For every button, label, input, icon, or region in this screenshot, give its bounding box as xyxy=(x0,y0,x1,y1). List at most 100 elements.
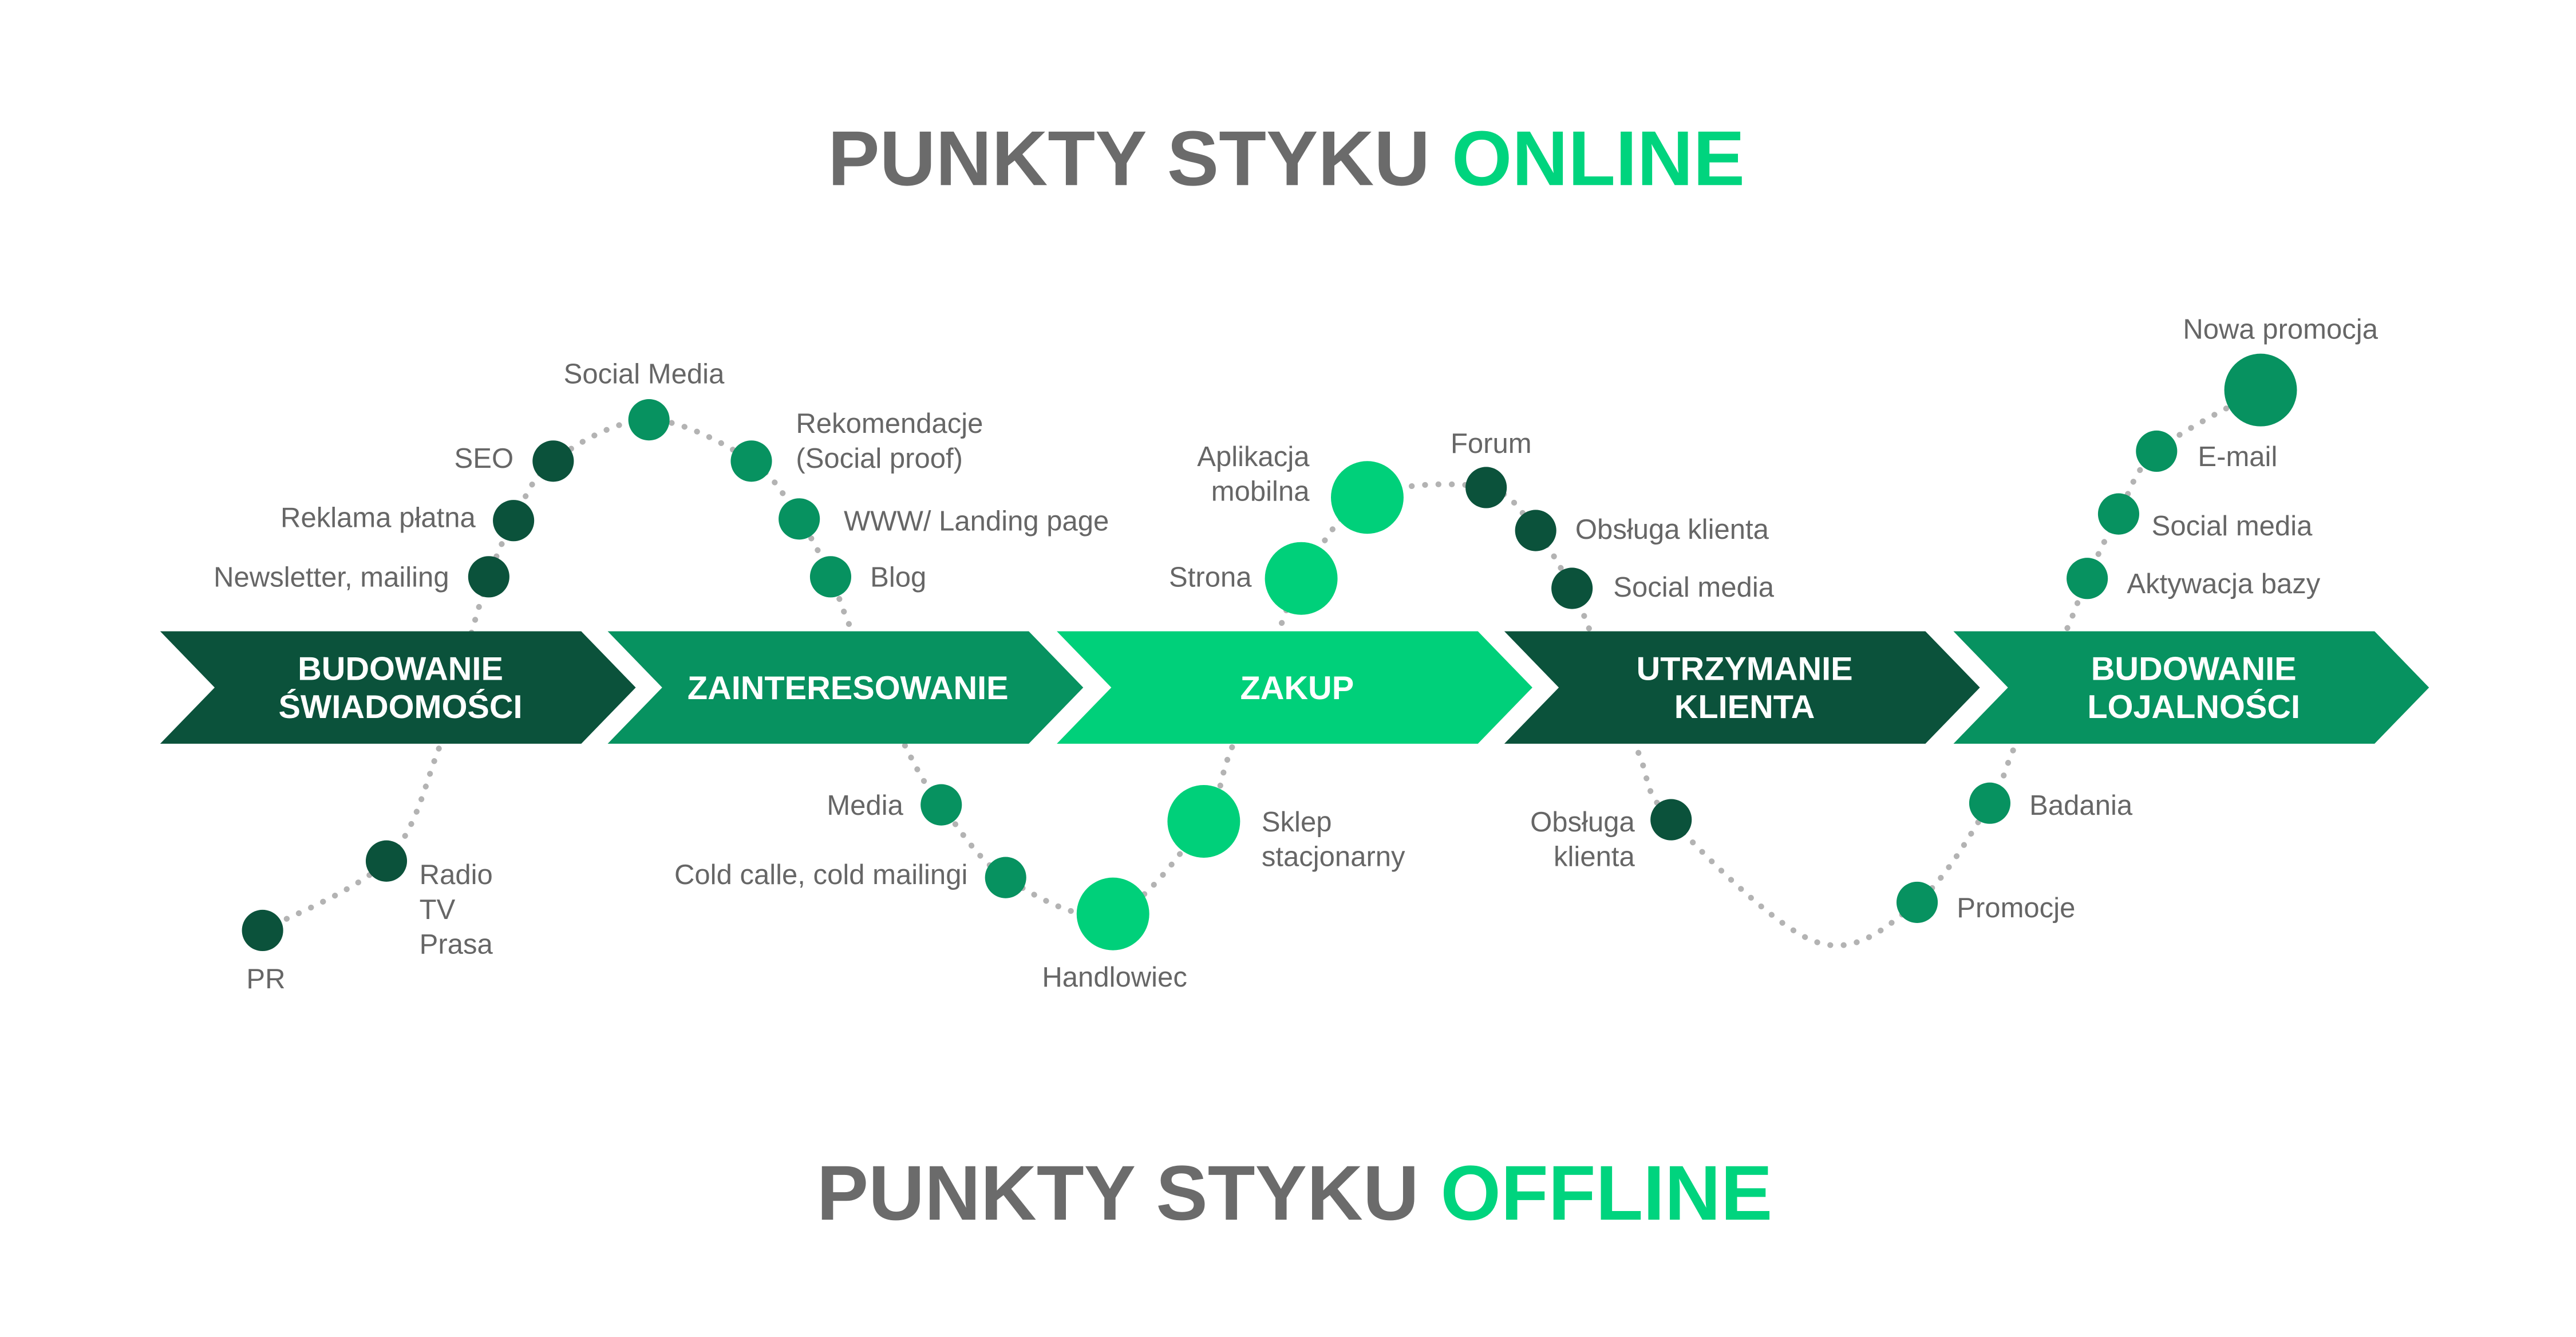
touchpoint-label: Cold calle, cold mailingi xyxy=(674,859,967,890)
touchpoint-label: PR xyxy=(246,964,285,995)
touchpoint-label-line: Strona xyxy=(1169,562,1252,593)
title-offline-prefix: PUNKTY STYKU xyxy=(817,1149,1441,1236)
title-offline: PUNKTY STYKU OFFLINE xyxy=(817,1149,1773,1236)
touchpoint-online: Strona xyxy=(1169,542,1338,615)
stage-label: LOJALNOŚCI xyxy=(2087,689,2300,725)
touchpoint-offline: Media xyxy=(827,784,962,826)
touchpoint-online: Social media xyxy=(2097,493,2313,542)
touchpoint-label-line: Aktywacja bazy xyxy=(2127,569,2320,600)
touchpoint-dot xyxy=(920,784,962,826)
title-online-highlight: ONLINE xyxy=(1452,115,1745,202)
touchpoint-dot xyxy=(1076,877,1149,951)
touchpoint-label-line: Handlowiec xyxy=(1042,962,1187,993)
touchpoint-dot xyxy=(628,399,670,441)
touchpoint-label-line: Obsługa klienta xyxy=(1575,514,1769,545)
stage-label: ŚWIADOMOŚCI xyxy=(278,689,522,725)
touchpoint-offline: Cold calle, cold mailingi xyxy=(674,857,1026,898)
touchpoint-label: Social Media xyxy=(564,359,725,390)
touchpoint-dot xyxy=(2067,558,2108,600)
touchpoint-label-line: E-mail xyxy=(2198,441,2277,472)
touchpoint-dot xyxy=(1331,461,1404,534)
touchpoint-label-line: Social media xyxy=(2152,511,2313,542)
stage-3: ZAKUP xyxy=(1057,631,1532,744)
touchpoint-dot xyxy=(1551,567,1593,609)
touchpoint-label: Rekomendacje (Social proof) xyxy=(796,408,983,474)
touchpoint-label-line: Social Media xyxy=(564,359,725,390)
touchpoint-dot xyxy=(1969,782,2011,824)
touchpoint-label-line: PR xyxy=(246,964,285,995)
stage-label: UTRZYMANIE xyxy=(1637,651,1853,688)
touchpoint-label: Aplikacja mobilna xyxy=(1197,441,1310,507)
touchpoint-label-line: Media xyxy=(827,790,903,821)
title-offline-highlight: OFFLINE xyxy=(1440,1149,1772,1236)
touchpoint-label-line: mobilna xyxy=(1211,476,1310,507)
touchpoint-label: E-mail xyxy=(2198,441,2277,472)
touchpoint-label-line: Obsługa xyxy=(1530,807,1635,838)
touchpoint-label-line: Reklama płatna xyxy=(280,503,476,534)
touchpoint-label-line: stacjonarny xyxy=(1262,841,1405,872)
touchpoint-online: Nowa promocja xyxy=(2183,314,2379,427)
touchpoint-dot xyxy=(468,556,509,598)
touchpoint-dot xyxy=(809,556,852,598)
touchpoint-label-line: Social media xyxy=(1613,572,1774,603)
touchpoint-label: Badania xyxy=(2029,790,2133,821)
touchpoint-label: Strona xyxy=(1169,562,1252,593)
touchpoint-dot xyxy=(779,498,820,540)
touchpoint-label: Social media xyxy=(1613,572,1774,603)
touchpoint-label-line: Rekomendacje xyxy=(796,408,983,439)
touchpoint-online: Aktywacja bazy xyxy=(2067,558,2321,600)
touchpoint-offline: Handlowiec xyxy=(1042,877,1187,993)
title-online-prefix: PUNKTY STYKU xyxy=(828,115,1452,202)
stage-2: ZAINTERESOWANIE xyxy=(607,631,1084,744)
touchpoint-online: Aplikacja mobilna xyxy=(1197,441,1404,534)
touchpoint-label: Promocje xyxy=(1957,893,2075,924)
chevron-shape xyxy=(1953,631,2429,744)
touchpoint-online: Social Media xyxy=(564,359,725,441)
touchpoint-label-line: Aplikacja xyxy=(1197,441,1310,472)
touchpoint-label-line: Promocje xyxy=(1957,893,2075,924)
touchpoint-label-line: Nowa promocja xyxy=(2183,314,2378,345)
touchpoint-label: WWW/ Landing page xyxy=(844,506,1109,537)
touchpoint-label-line: TV xyxy=(420,894,456,925)
touchpoint-label-line: (Social proof) xyxy=(796,443,963,474)
touchpoint-online: WWW/ Landing page xyxy=(779,498,1109,540)
touchpoint-dot xyxy=(242,909,283,952)
touchpoint-label: Social media xyxy=(2152,511,2313,542)
touchpoint-dot xyxy=(365,840,408,882)
chevron-shape xyxy=(160,631,636,744)
touchpoint-label-line: Radio xyxy=(420,859,493,890)
stage-label: BUDOWANIE xyxy=(2091,651,2297,688)
touchpoint-dot xyxy=(2097,493,2140,535)
touchpoint-label: Aktywacja bazy xyxy=(2127,569,2320,600)
touchpoint-label-line: Prasa xyxy=(420,929,493,960)
touchpoint-label-line: SEO xyxy=(455,443,514,474)
touchpoint-label: Newsletter, mailing xyxy=(214,562,449,593)
stage-label: ZAINTERESOWANIE xyxy=(688,670,1009,707)
touchpoint-dot xyxy=(2224,353,2297,427)
touchpoint-label-line: Blog xyxy=(870,562,926,593)
touchpoint-label-line: Sklep xyxy=(1262,807,1332,838)
stage-label: KLIENTA xyxy=(1674,689,1815,725)
touchpoint-label-line: klienta xyxy=(1554,841,1635,872)
touchpoint-dot xyxy=(730,440,772,482)
touchpoint-online: E-mail xyxy=(2136,430,2277,472)
touchpoint-offline: Promocje xyxy=(1896,881,2075,924)
touchpoint-online: Obsługa klienta xyxy=(1515,510,1769,551)
chevron-shape xyxy=(607,631,1084,744)
touchpoint-label-line: WWW/ Landing page xyxy=(844,506,1109,537)
stage-label: BUDOWANIE xyxy=(298,651,503,688)
touchpoint-dot xyxy=(2136,430,2178,472)
touchpoint-dot xyxy=(1465,467,1507,508)
touchpoint-dot xyxy=(1896,881,1938,923)
touchpoint-online: Reklama płatna xyxy=(280,500,535,542)
touchpoint-dot xyxy=(493,500,535,542)
touchpoint-offline: PR xyxy=(242,909,285,995)
touchpoint-dot xyxy=(532,440,574,482)
